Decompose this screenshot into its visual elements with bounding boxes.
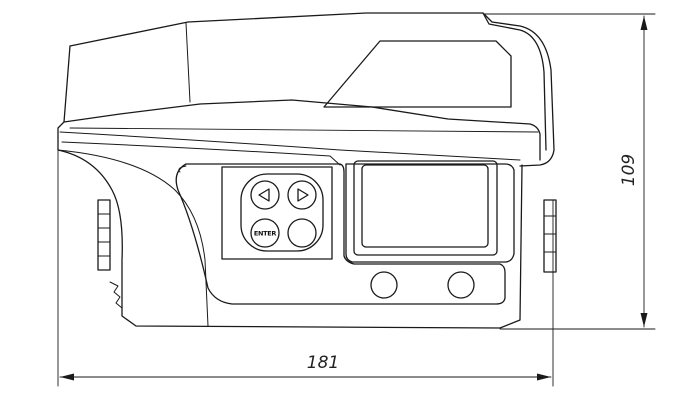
triangle-left-icon [258, 188, 270, 202]
width-dimension: 181 [57, 147, 554, 387]
enter-button[interactable]: ENTER [250, 218, 280, 248]
display-bezel [353, 160, 498, 256]
top-cover [63, 12, 555, 167]
round-button-left[interactable] [370, 271, 398, 299]
top-window [323, 40, 512, 108]
triangle-right-icon [297, 188, 309, 202]
round-button-right[interactable] [447, 271, 475, 299]
keypad: ENTER [221, 166, 333, 260]
left-clip [97, 199, 123, 309]
fourth-button[interactable] [287, 218, 317, 248]
height-dimension-label: 109 [619, 154, 639, 186]
enter-button-label: ENTER [254, 230, 277, 238]
right-button[interactable] [287, 180, 317, 210]
control-panel [175, 163, 506, 305]
display-screen [361, 164, 489, 248]
display [345, 160, 515, 263]
right-clip [543, 199, 557, 273]
left-button[interactable] [250, 180, 280, 210]
keypad-plate [221, 166, 333, 260]
height-dimension: 109 [484, 13, 656, 330]
keypad-bezel [240, 173, 324, 252]
main-body [57, 121, 539, 329]
width-dimension-label: 181 [307, 353, 339, 373]
